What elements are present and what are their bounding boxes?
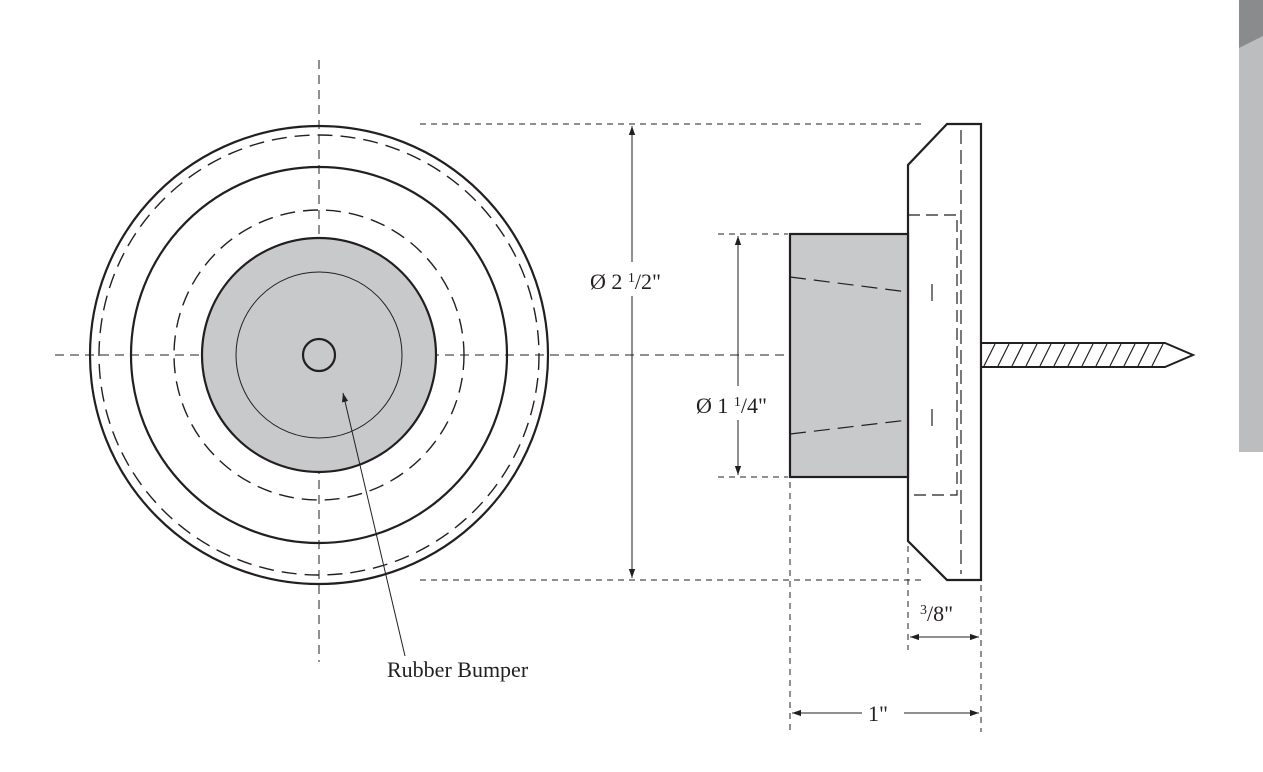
rubber-bumper-label: Rubber Bumper bbox=[387, 657, 529, 682]
flange-thickness-label: 3/8" bbox=[920, 601, 953, 626]
bumper-diameter-label: Ø 1 1/4" bbox=[696, 393, 767, 418]
screw-hole-circle bbox=[301, 337, 337, 373]
overall-depth-label: 1" bbox=[868, 701, 888, 726]
extension-lines bbox=[420, 123, 982, 732]
page-edge-tab bbox=[1239, 0, 1263, 452]
hidden-insert-lines bbox=[789, 214, 958, 496]
dimension-lines bbox=[628, 126, 979, 717]
callout-leader bbox=[341, 392, 406, 657]
rubber-bumper-body bbox=[788, 232, 910, 479]
outer-diameter-label: Ø 2 1/2" bbox=[590, 269, 661, 294]
bumper-inner-circle bbox=[235, 271, 403, 439]
screw bbox=[981, 342, 1196, 368]
side-view: Ø 2 1/2" Ø 1 1/4" 3/8" 1" bbox=[420, 122, 1196, 732]
flange-edge-circle bbox=[129, 165, 509, 545]
outer-hidden-circle bbox=[98, 134, 540, 576]
outer-rim-circle bbox=[88, 124, 550, 586]
front-view: Rubber Bumper bbox=[55, 60, 980, 682]
inner-hidden-circle bbox=[173, 209, 465, 501]
flange-profile bbox=[906, 122, 983, 582]
